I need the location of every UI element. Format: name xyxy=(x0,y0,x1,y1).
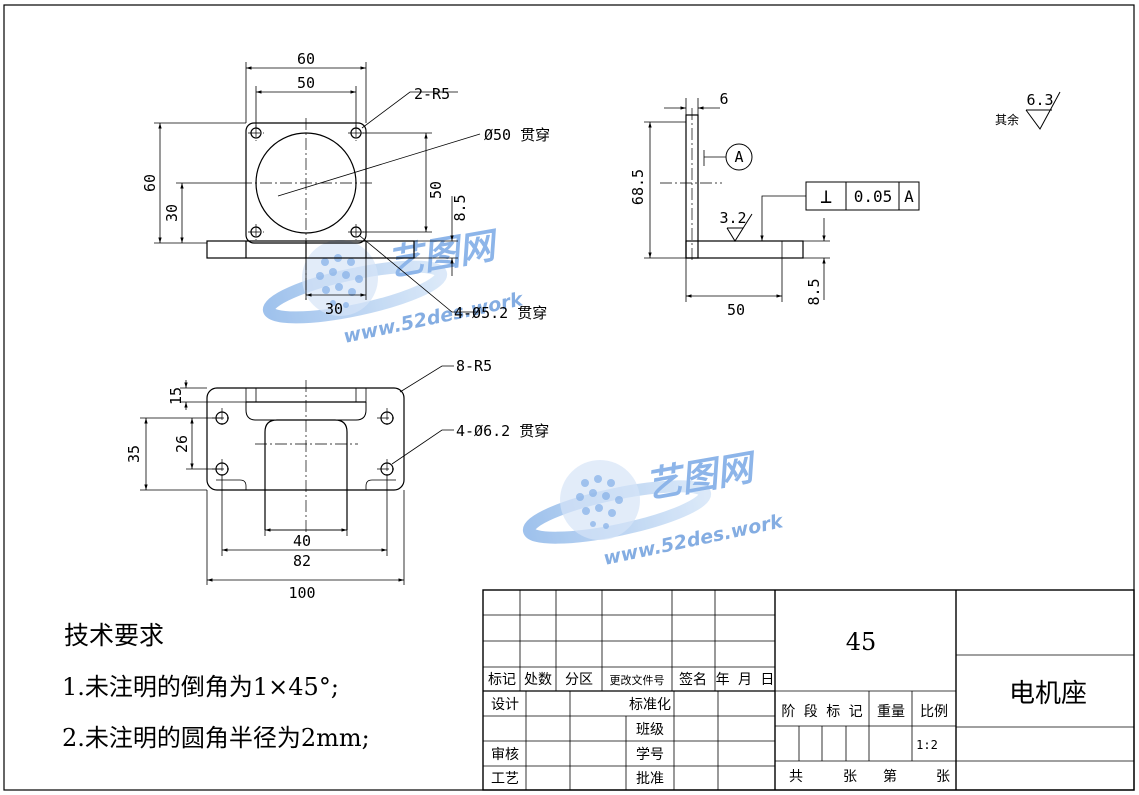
gdt-frame xyxy=(805,181,920,211)
front-view: 60 50 60 30 50 8.5 30 2-R5 Ø50 贯穿 4-Ø5.2… xyxy=(141,50,550,322)
tb-part-name: 电机座 xyxy=(1009,679,1087,709)
front-dim-60-top: 60 xyxy=(297,50,315,68)
tb-header-count: 处数 xyxy=(524,672,552,688)
tb-sheet-no: 第 xyxy=(883,768,897,785)
tb-process: 工艺 xyxy=(491,771,519,787)
side-dim-50: 50 xyxy=(727,301,745,319)
watermark-2: 艺图网 www.52des.work xyxy=(522,447,786,570)
tb-sheet-no-unit: 张 xyxy=(936,769,950,785)
front-note-2r5: 2-R5 xyxy=(414,85,450,103)
top-dim-15: 15 xyxy=(167,387,185,405)
top-dim-26: 26 xyxy=(173,435,191,453)
tb-scale-label: 比例 xyxy=(920,704,948,720)
side-base-outline xyxy=(685,240,804,259)
front-dim-30-bottom: 30 xyxy=(325,300,343,318)
roughness-other-label: 其余 xyxy=(995,112,1019,127)
roughness-3p2-symbol xyxy=(726,213,753,242)
tb-header-mark: 标记 xyxy=(488,672,516,688)
gdt-value: 0.05 xyxy=(854,187,893,206)
roughness-6p3-value: 6.3 xyxy=(1026,91,1053,109)
tb-class: 班级 xyxy=(636,722,664,738)
top-note-8r5: 8-R5 xyxy=(456,357,492,375)
front-dim-50-right: 50 xyxy=(427,181,445,199)
tb-standardization: 标准化 xyxy=(629,697,671,713)
top-dim-40: 40 xyxy=(293,532,311,550)
front-dim-8p5: 8.5 xyxy=(451,194,469,221)
front-note-holes: 4-Ø5.2 贯穿 xyxy=(454,304,547,322)
top-view: 8-R5 4-Ø6.2 贯穿 15 26 35 40 82 100 xyxy=(125,357,549,602)
tb-approve: 批准 xyxy=(636,771,664,787)
front-note-bore: Ø50 贯穿 xyxy=(484,126,550,144)
roughness-6p3-symbol xyxy=(1025,91,1061,130)
roughness-3p2-value: 3.2 xyxy=(719,209,746,227)
roughness-other: 其余 6.3 xyxy=(995,91,1061,130)
tb-sheet-total-unit: 张 xyxy=(843,769,857,785)
side-dim-68p5: 68.5 xyxy=(629,169,647,205)
front-dim-30-left: 30 xyxy=(163,204,181,222)
tb-header-doc: 更改文件号 xyxy=(610,673,665,687)
tb-scale-value: 1:2 xyxy=(916,738,938,752)
tb-header-date: 年 月 日 xyxy=(716,672,775,688)
front-dim-60-left: 60 xyxy=(141,174,159,192)
tb-student-id: 学号 xyxy=(636,747,664,763)
top-note-holes: 4-Ø6.2 贯穿 xyxy=(456,422,549,440)
tb-stage-label: 阶 段 标 记 xyxy=(781,704,862,720)
tb-sheet-total: 共 xyxy=(789,769,803,785)
top-dim-35: 35 xyxy=(125,445,143,463)
side-dim-6: 6 xyxy=(719,90,728,108)
tb-weight-label: 重量 xyxy=(877,704,905,720)
top-dim-82: 82 xyxy=(293,552,311,570)
top-dim-100: 100 xyxy=(288,584,315,602)
datum-a-label: A xyxy=(734,148,743,166)
technical-requirements: 技术要求 1.未注明的倒角为1×45°; 2.未注明的圆角半径为2mm; xyxy=(62,621,370,752)
side-dim-8p5: 8.5 xyxy=(805,278,823,305)
front-dim-50-top: 50 xyxy=(297,74,315,92)
tb-review: 审核 xyxy=(491,747,519,763)
gdt-datum: A xyxy=(904,187,914,206)
tech-req-item-1: 1.未注明的倒角为1×45°; xyxy=(62,673,339,701)
tb-header-sign: 签名 xyxy=(679,671,707,688)
title-block: 标记 处数 分区 更改文件号 签名 年 月 日 设计 标准化 班级 审核 学号 … xyxy=(482,589,1135,791)
tech-req-heading: 技术要求 xyxy=(64,621,164,650)
tb-design: 设计 xyxy=(491,697,519,713)
tb-material: 45 xyxy=(846,628,877,656)
tech-req-item-2: 2.未注明的圆角半径为2mm; xyxy=(62,724,370,752)
datum-a-circle xyxy=(725,143,753,171)
gdt-symbol: ⊥ xyxy=(820,184,832,208)
side-view: 6 68.5 50 8.5 A 3.2 ⊥ 0.05 A xyxy=(629,90,920,319)
front-base-outline xyxy=(206,240,415,259)
tb-header-zone: 分区 xyxy=(565,672,593,688)
top-plate-outline xyxy=(206,387,405,491)
